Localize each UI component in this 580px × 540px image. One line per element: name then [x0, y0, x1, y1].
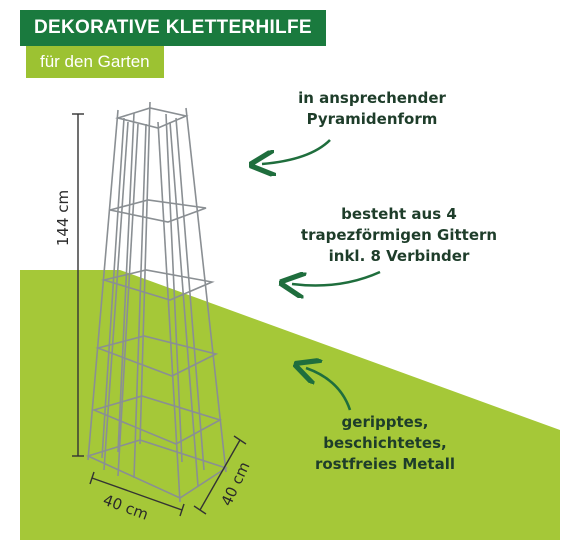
subtitle-banner: für den Garten [26, 46, 164, 78]
feature-line: beschichtetes, [323, 434, 447, 452]
pyramid-trellis [85, 101, 228, 503]
feature-line: geripptes, [341, 413, 429, 431]
feature-line: rostfreies Metall [314, 455, 456, 473]
feature-line: inkl. 8 Verbinder [328, 247, 470, 265]
feature-line: trapezförmigen Gittern [300, 226, 498, 244]
width-dimension-line-icon [89, 471, 185, 517]
feature-line: in ansprechender [298, 89, 446, 107]
feature-callout-shape: in ansprechender Pyramidenform [272, 88, 472, 130]
curved-arrow-icon [306, 368, 352, 411]
page-subtitle: für den Garten [40, 52, 150, 71]
curved-arrow-icon [262, 139, 331, 164]
page-title: DEKORATIVE KLETTERHILFE [34, 17, 312, 38]
depth-dimension-line-icon [193, 435, 247, 515]
curved-arrow-icon [292, 272, 381, 286]
height-label: 144 cm [54, 190, 72, 246]
feature-callout-material: geripptes, beschichtetes, rostfreies Met… [290, 412, 480, 475]
height-dimension-line-icon [72, 113, 84, 457]
feature-line: besteht aus 4 [341, 205, 457, 223]
feature-line: Pyramidenform [306, 110, 438, 128]
feature-callout-grids: besteht aus 4 trapezförmigen Gittern ink… [284, 204, 514, 267]
title-banner: DEKORATIVE KLETTERHILFE [20, 10, 326, 46]
